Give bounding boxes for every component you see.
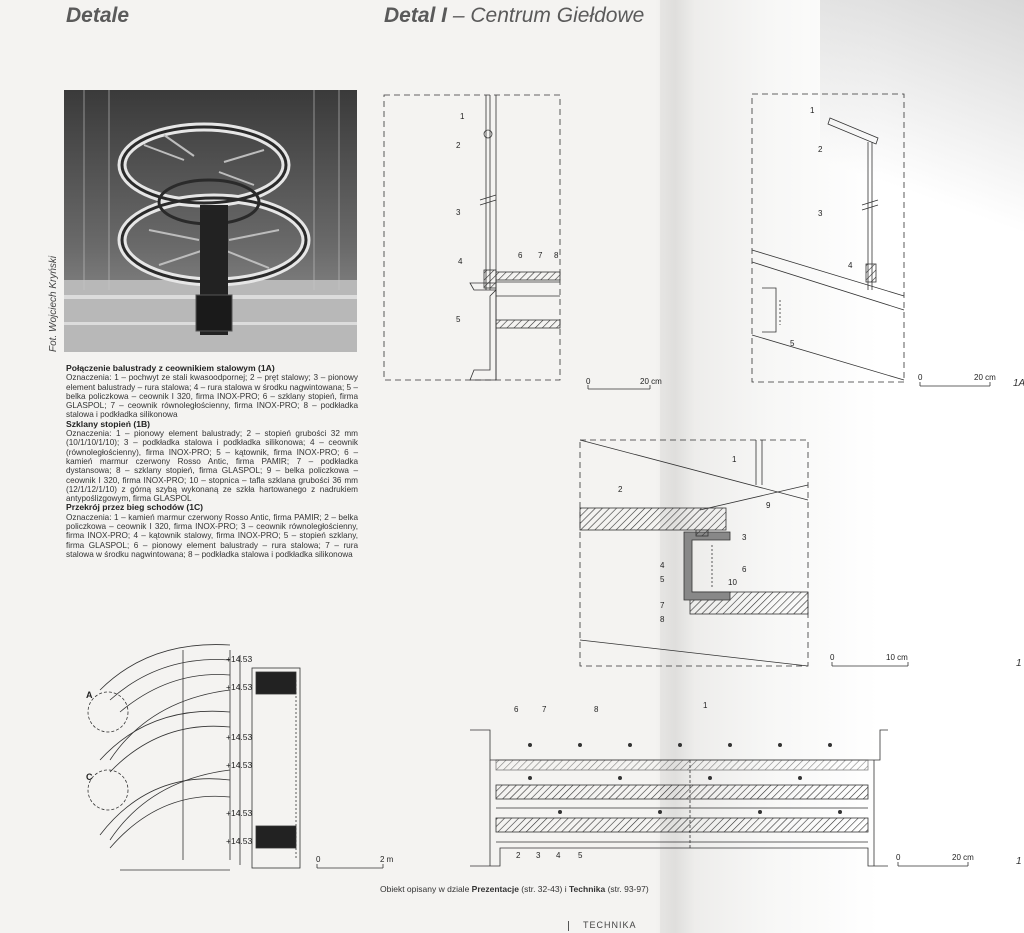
detail-1b-label-9: 9: [766, 501, 771, 510]
scale-2m-end: 2 m: [380, 855, 394, 864]
level-mark: +14.53: [226, 732, 253, 742]
detail-1b-label-4: 4: [660, 561, 665, 570]
staircase-photo: [64, 90, 357, 352]
footer-note: Obiekt opisany w dziale Prezentacje (str…: [380, 884, 740, 894]
detail-1b: [579, 439, 809, 667]
detail-1a-side-label-1: 1: [810, 106, 815, 115]
scale-20cm-a-end: 20 cm: [640, 377, 662, 386]
detail-1a-label-7: 7: [538, 251, 543, 260]
caption-title-1c: Przekrój przez bieg schodów (1C): [66, 502, 204, 513]
detail-title-bold: Detal I: [384, 4, 448, 27]
edge-fragment: 1: [1016, 658, 1022, 669]
level-mark: +14.53: [226, 654, 253, 664]
level-mark: +14.53: [226, 808, 253, 818]
detail-1b-label-8: 8: [660, 615, 665, 624]
staircase-photo-image: [64, 90, 357, 352]
detail-title-dash: –: [447, 4, 471, 27]
captions-block: Połączenie balustrady z ceownikiem stalo…: [66, 363, 358, 559]
detail-1a-label-6: 6: [518, 251, 523, 260]
scale-20cm-c-start: 0: [896, 853, 901, 862]
book-spine: [655, 0, 695, 933]
caption-title-1b: Szklany stopień (1B): [66, 418, 151, 429]
caption-title-1a: Połączenie balustrady z ceownikiem stalo…: [66, 363, 275, 373]
caption-text-1c: Oznaczenia: 1 – kamień marmur czerwony R…: [66, 512, 358, 559]
footer-link-prezentacje: Prezentacje: [471, 884, 519, 894]
detail-1c-label-3: 3: [536, 851, 541, 860]
detail-1b-label-1: 1: [732, 455, 737, 464]
detail-title: Detal I – Centrum Giełdowe: [384, 4, 644, 28]
detail-1c-bolts: [528, 743, 842, 814]
detail-1c-label-7: 7: [542, 705, 547, 714]
detail-1b-label-10: 10: [728, 578, 737, 587]
level-mark: +14.53: [226, 682, 253, 692]
detail-1a-side-label-3: 3: [818, 209, 823, 218]
detail-1c-label-2: 2: [516, 851, 521, 860]
scale-2m-start: 0: [316, 855, 321, 864]
detail-1a-side-label-2: 2: [818, 145, 823, 154]
detail-1a-label-5: 5: [456, 315, 461, 324]
detail-1c-label-8: 8: [594, 705, 599, 714]
elevation-label-c: C: [86, 772, 93, 782]
staircase-elevation: [87, 644, 301, 871]
edge-fragment: 1: [1016, 856, 1022, 867]
detail-1a-side: [751, 93, 905, 383]
detail-1a-label-8: 8: [554, 251, 559, 260]
footer-note-mid: (str. 32-43) i: [518, 884, 569, 894]
footer-link-technika: Technika: [569, 884, 606, 894]
detail-1a-label-2: 2: [456, 141, 461, 150]
scale-10cm-start: 0: [830, 653, 835, 662]
detail-1b-label-2: 2: [618, 485, 623, 494]
scale-bar-10cm: [831, 662, 909, 667]
edge-fragment: 1A: [1013, 378, 1024, 389]
scale-bar-2m: [316, 864, 384, 869]
detail-1c-label-5: 5: [578, 851, 583, 860]
footer-note-prefix: Obiekt opisany w dziale: [380, 884, 472, 894]
caption-text-1b: Oznaczenia: 1 – pionowy element balustra…: [66, 429, 358, 504]
detail-1c-label-6: 6: [514, 705, 519, 714]
scale-bar-20cm-c: [897, 862, 969, 867]
detail-1b-label-5: 5: [660, 575, 665, 584]
scale-bar-20cm-b: [919, 382, 991, 387]
caption-text-1a: Oznaczenia: 1 – pochwyt ze stali kwasood…: [66, 373, 358, 420]
detail-1c-label-1: 1: [703, 701, 708, 710]
level-mark: +14.53: [226, 836, 253, 846]
detail-1a-label-3: 3: [456, 208, 461, 217]
detail-1a-front: [383, 94, 561, 381]
scale-20cm-b-start: 0: [918, 373, 923, 382]
level-mark: +14.53: [226, 760, 253, 770]
detail-1a-label-4: 4: [458, 257, 463, 266]
section-title: Detale: [66, 4, 130, 27]
scale-10cm-end: 10 cm: [886, 653, 908, 662]
section-footer: TECHNIKA: [568, 920, 637, 931]
footer-section-name: TECHNIKA: [583, 920, 637, 930]
scale-bar-20cm-a: [587, 385, 651, 390]
detail-1a-side-label-4: 4: [848, 261, 853, 270]
scale-20cm-c-end: 20 cm: [952, 853, 974, 862]
elevation-label-a: A: [86, 690, 93, 700]
detail-title-light: Centrum Giełdowe: [470, 4, 645, 27]
scale-20cm-a-start: 0: [586, 377, 591, 386]
footer-divider: [568, 920, 569, 931]
scale-20cm-b-end: 20 cm: [974, 373, 996, 382]
detail-1c: [470, 729, 888, 867]
page-curl-shadow: [820, 0, 1024, 260]
detail-1c-label-4: 4: [556, 851, 561, 860]
detail-1b-label-6: 6: [742, 565, 747, 574]
detail-1a-side-label-5: 5: [790, 339, 795, 348]
footer-note-suffix: (str. 93-97): [605, 884, 649, 894]
detail-1b-label-7: 7: [660, 601, 665, 610]
detail-1b-label-3: 3: [742, 533, 747, 542]
detail-1a-label-1: 1: [460, 112, 465, 121]
